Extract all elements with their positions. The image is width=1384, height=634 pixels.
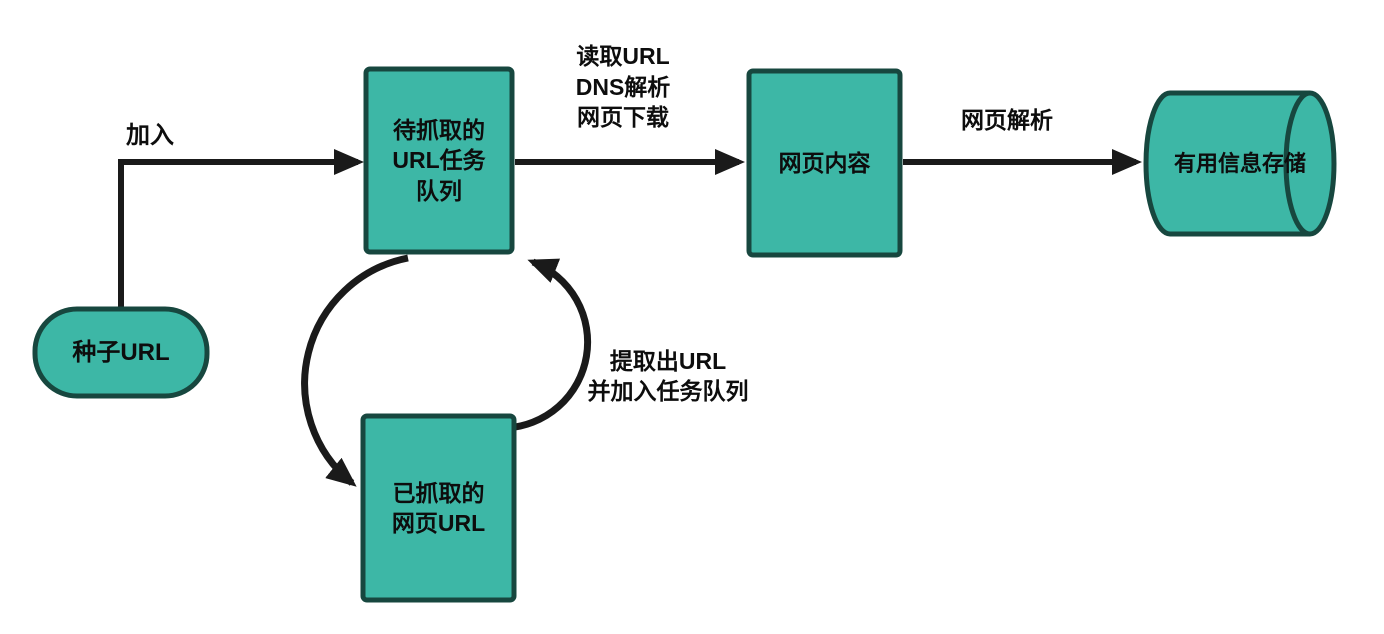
edge-cycle-arrow — [301, 254, 409, 487]
edge-join-arrow — [118, 149, 364, 309]
storage-cylinder-cap-edge — [1283, 90, 1311, 237]
seed-url-label: 种子URL — [72, 338, 170, 366]
storage-label: 有用信息存储 — [1173, 150, 1306, 176]
edge-extract-arrow — [504, 258, 592, 432]
edge-parse-label: 网页解析 — [961, 106, 1053, 133]
node-seed-url — [32, 306, 210, 399]
edge-extract-label: 提取出URL 并加入任务队列 — [587, 347, 749, 404]
edge-join-label: 加入 — [126, 122, 174, 150]
node-task-queue — [363, 66, 515, 255]
crawled-urls-label: 已抓取的 网页URL — [391, 479, 486, 536]
task-queue-label: 待抓取的 URL任务 队列 — [392, 116, 486, 204]
node-crawled-urls — [360, 413, 517, 603]
node-page-content — [746, 68, 903, 258]
page-content-label: 网页内容 — [778, 149, 871, 176]
edge-fetch-label: 读取URL DNS解析 网页下载 — [575, 43, 671, 131]
